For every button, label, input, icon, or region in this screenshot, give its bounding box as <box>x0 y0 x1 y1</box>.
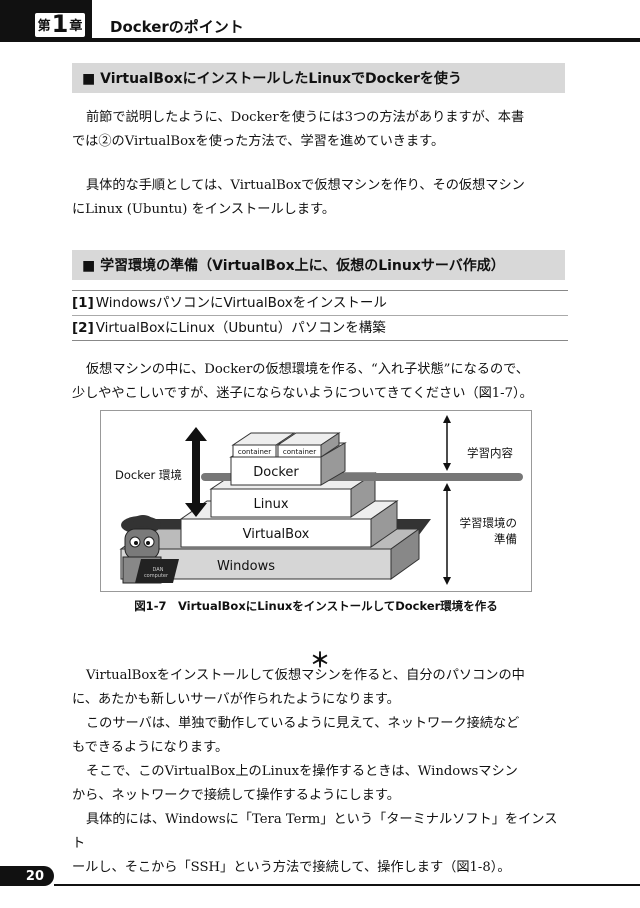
container-1-label: container <box>238 448 271 456</box>
container-2-front <box>277 444 322 458</box>
text: もできるようになります。 <box>72 740 229 755</box>
step-text: VirtualBoxにLinux（Ubuntu）パソコンを構築 <box>95 320 386 336</box>
learning-arrow-head-bottom <box>443 463 451 471</box>
text: 前節で説明したように、Dockerを使うには3つの方法がありますが、本書 <box>86 110 525 125</box>
text: 具体的には、Windowsに「Tera Term」という「ターミナルソフト」をイ… <box>72 812 558 851</box>
section-heading-1: ■ VirtualBoxにインストールしたLinuxでDockerを使う <box>72 63 565 93</box>
mascot-text-1: DAN <box>153 567 164 573</box>
chapter-number: 1 <box>51 10 69 38</box>
paragraph-5-line-1: このサーバは、単独で動作しているように見えて、ネットワーク接続など <box>72 712 568 736</box>
step-item-2: [2]VirtualBoxにLinux（Ubuntu）パソコンを構築 <box>72 315 568 340</box>
step-number: [1] <box>72 295 94 311</box>
text: に、あたかも新しいサーバが作られたようになります。 <box>72 692 400 707</box>
text: 具体的な手順としては、VirtualBoxで仮想マシンを作り、その仮想マシン <box>86 178 525 193</box>
paragraph-3: 仮想マシンの中に、Dockerの仮想環境を作る、“入れ子状態”になるので、 少し… <box>72 358 568 406</box>
section-heading-2: ■ 学習環境の準備（VirtualBox上に、仮想のLinuxサーバ作成） <box>72 250 565 280</box>
linux-label: Linux <box>253 497 288 512</box>
figure-caption: 図1-7 VirtualBoxにLinuxをインストールしてDocker環境を作… <box>134 599 498 613</box>
step-number: [2] <box>72 320 94 336</box>
paragraph-5-line-2: もできるようになります。 <box>72 736 568 760</box>
paragraph-3-line-2: 少しややこしいですが、迷子にならないようについてきてください（図1-7）。 <box>72 382 568 406</box>
paragraph-2-line-1: 具体的な手順としては、VirtualBoxで仮想マシンを作り、その仮想マシン <box>72 174 568 198</box>
paragraph-7-line-1: 具体的には、Windowsに「Tera Term」という「ターミナルソフト」をイ… <box>72 808 568 856</box>
prep-label-line-1: 学習環境の <box>460 516 518 530</box>
mascot-text-2: computer <box>144 573 169 579</box>
text: では②のVirtualBoxを使った方法で、学習を進めていきます。 <box>72 134 445 149</box>
section-separator: ＊ <box>310 648 330 672</box>
paragraph-4-line-1: VirtualBoxをインストールして仮想マシンを作ると、自分のパソコンの中 <box>72 664 568 688</box>
docker-env-arrow <box>185 427 207 517</box>
virtualbox-label: VirtualBox <box>243 527 310 542</box>
paragraph-4-line-2: に、あたかも新しいサーバが作られたようになります。 <box>72 688 568 712</box>
linux-front <box>210 488 352 518</box>
paragraph-6-line-2: から、ネットワークで接続して操作するようにします。 <box>72 784 568 808</box>
docker-front <box>230 456 322 486</box>
container-1-front <box>232 444 277 458</box>
learning-arrow-head-top <box>443 415 451 423</box>
paragraph-1-line-2: では②のVirtualBoxを使った方法で、学習を進めていきます。 <box>72 130 568 154</box>
text: VirtualBoxをインストールして仮想マシンを作ると、自分のパソコンの中 <box>86 668 525 683</box>
paragraph-3-line-1: 仮想マシンの中に、Dockerの仮想環境を作る、“入れ子状態”になるので、 <box>72 358 568 382</box>
page-number: 20 <box>0 866 54 886</box>
paragraph-1-line-1: 前節で説明したように、Dockerを使うには3つの方法がありますが、本書 <box>72 106 568 130</box>
text: 少しややこしいですが、迷子にならないようについてきてください（図1-7）。 <box>72 386 533 401</box>
header-rule <box>0 38 640 42</box>
virtualbox-front <box>180 518 372 548</box>
chapter-prefix: 第 <box>37 19 51 34</box>
text: 仮想マシンの中に、Dockerの仮想環境を作る、“入れ子状態”になるので、 <box>86 362 529 377</box>
text: から、ネットワークで接続して操作するようにします。 <box>72 788 400 803</box>
step-item-1: [1]WindowsパソコンにVirtualBoxをインストール <box>72 291 568 315</box>
chapter-badge: 第 1 章 <box>33 11 87 39</box>
chapter-suffix: 章 <box>69 19 83 34</box>
text: ールし、そこから「SSH」という方法で接続して、操作します（図1-8）。 <box>72 860 511 875</box>
paragraph-2: 具体的な手順としては、VirtualBoxで仮想マシンを作り、その仮想マシン に… <box>72 174 568 222</box>
chapter-header: 第 1 章 Dockerのポイント <box>0 0 640 44</box>
figure-1-7: Windows VirtualBox Linux Docker containe… <box>100 410 532 592</box>
docker-label: Docker <box>253 465 299 480</box>
paragraph-4: VirtualBoxをインストールして仮想マシンを作ると、自分のパソコンの中 に… <box>72 664 568 880</box>
paragraph-2-line-2: にLinux (Ubuntu) をインストールします。 <box>72 198 568 222</box>
step-text: WindowsパソコンにVirtualBoxをインストール <box>95 295 387 311</box>
mascot-icon: DAN computer <box>121 515 179 584</box>
prep-arrow-head-top <box>443 483 451 491</box>
text: にLinux (Ubuntu) をインストールします。 <box>72 202 336 217</box>
paragraph-1: 前節で説明したように、Dockerを使うには3つの方法がありますが、本書 では②… <box>72 106 568 154</box>
prep-label-line-2: 準備 <box>494 532 517 546</box>
stack-diagram: Windows VirtualBox Linux Docker containe… <box>115 415 523 585</box>
step-list: [1]WindowsパソコンにVirtualBoxをインストール [2]Virt… <box>72 290 568 341</box>
text: このサーバは、単独で動作しているように見えて、ネットワーク接続など <box>86 716 520 731</box>
footer-rule <box>54 884 640 886</box>
chapter-title: Dockerのポイント <box>110 18 244 36</box>
docker-env-label: Docker 環境 <box>115 468 182 482</box>
prep-arrow-head-bottom <box>443 577 451 585</box>
learning-label: 学習内容 <box>467 446 513 460</box>
text: そこで、このVirtualBox上のLinuxを操作するときは、Windowsマ… <box>86 764 518 779</box>
windows-label: Windows <box>217 559 275 574</box>
paragraph-7-line-2: ールし、そこから「SSH」という方法で接続して、操作します（図1-8）。 <box>72 856 568 880</box>
paragraph-6-line-1: そこで、このVirtualBox上のLinuxを操作するときは、Windowsマ… <box>72 760 568 784</box>
container-2-label: container <box>283 448 316 456</box>
